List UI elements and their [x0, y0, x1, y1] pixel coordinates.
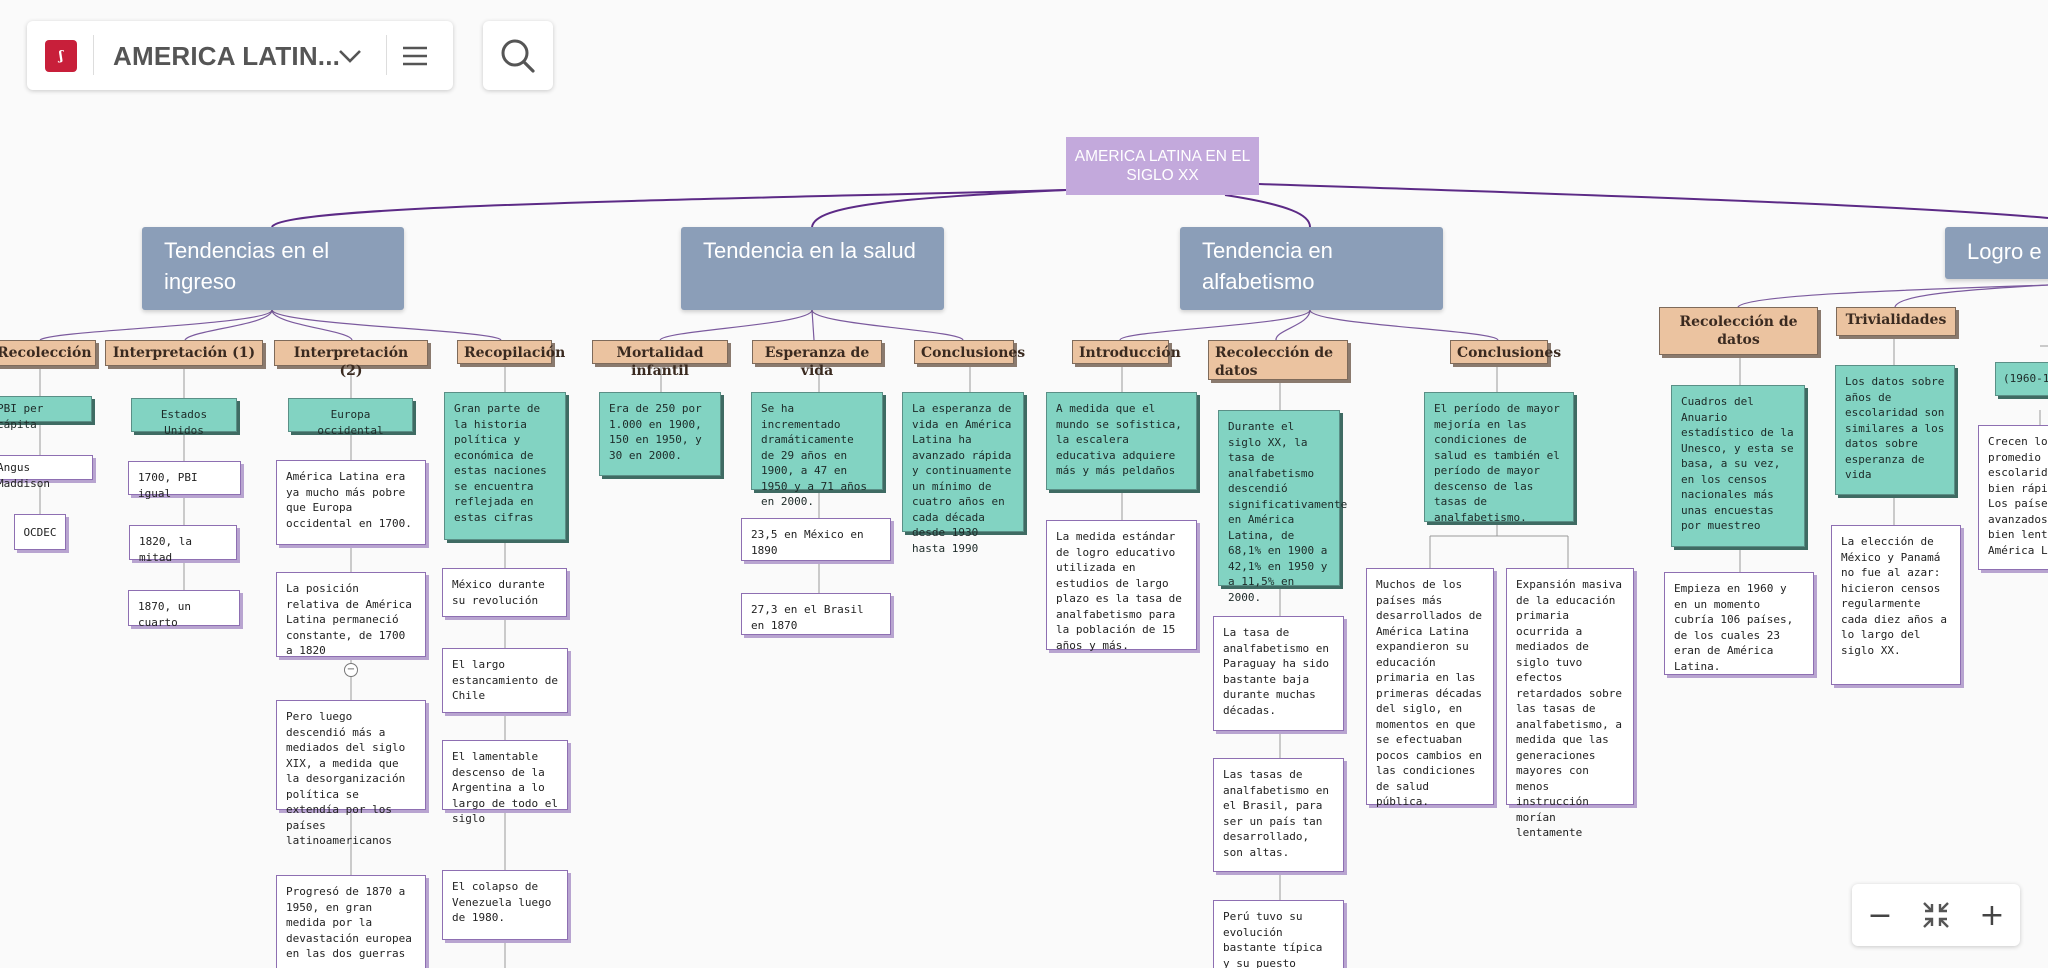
subtopic-recoleccion-datos-logro[interactable]: Recolección de datos — [1659, 307, 1818, 355]
zoom-controls: − + — [1852, 884, 2020, 946]
node-expansion-masiva[interactable]: Expansión masiva de la educación primari… — [1506, 568, 1634, 839]
subtopic-conclusiones-salud[interactable]: Conclusiones — [914, 340, 1025, 364]
node-america-latina-mas-pobre[interactable]: América Latina era ya mucho más pobre qu… — [276, 460, 426, 545]
topic-alfabetismo[interactable]: Tendencia en alfabetismo — [1180, 227, 1443, 310]
topic-logro[interactable]: Logro e — [1945, 227, 2048, 279]
subtopic-interpretacion-1[interactable]: Interpretación (1) — [105, 340, 263, 366]
app-logo[interactable]: ʃ — [45, 40, 77, 72]
node-tasa-analfabetismo-siglo-xx[interactable]: Durante el siglo XX, la tasa de analfabe… — [1218, 410, 1347, 604]
node-paises-desarrollados[interactable]: Muchos de los países más desarrollados d… — [1366, 568, 1494, 808]
node-1700-pbi-igual[interactable]: 1700, PBI igual — [128, 461, 241, 500]
node-estados-unidos[interactable]: Estados Unidos — [131, 398, 237, 437]
node-europa-occidental[interactable]: Europa occidental — [288, 398, 413, 437]
node-escalera-educativa[interactable]: A medida que el mundo se sofistica, la e… — [1046, 392, 1197, 490]
chevron-down-icon[interactable] — [337, 45, 363, 67]
subtopic-recopilacion[interactable]: Recopilación — [457, 340, 565, 364]
node-historia-politica[interactable]: Gran parte de la historia política y eco… — [444, 392, 566, 540]
node-descenso-argentina[interactable]: El lamentable descenso de la Argentina a… — [442, 740, 568, 825]
hamburger-menu-icon[interactable] — [401, 43, 429, 69]
node-progreso-1870-1950[interactable]: Progresó de 1870 a 1950, en gran medida … — [276, 875, 426, 968]
topic-salud[interactable]: Tendencia en la salud — [681, 227, 944, 310]
subtopic-recoleccion-ingreso[interactable]: Recolección — [0, 340, 96, 366]
node-peru-evolucion[interactable]: Perú tuvo su evolución bastante típica y… — [1213, 900, 1344, 968]
zoom-out-button[interactable]: − — [1867, 897, 1893, 933]
collapse-toggle-icon[interactable]: − — [344, 663, 358, 677]
node-paraguay[interactable]: La tasa de analfabetismo en Paraguay ha … — [1213, 616, 1344, 731]
node-esperanza-avance[interactable]: La esperanza de vida en América Latina h… — [902, 392, 1024, 555]
node-brasil-analfabetismo[interactable]: Las tasas de analfabetismo en el Brasil,… — [1213, 758, 1344, 872]
map-title[interactable]: AMERICA LATIN... — [113, 41, 341, 71]
node-medida-estandar[interactable]: La medida estándar de logro educativo ut… — [1046, 520, 1197, 652]
node-desorganizacion-politica[interactable]: Pero luego descendió más a mediados del … — [276, 700, 426, 847]
node-estancamiento-chile[interactable]: El largo estancamiento de Chile — [442, 648, 568, 713]
node-1820-la-mitad[interactable]: 1820, la mitad — [129, 525, 237, 564]
node-mexico-revolucion[interactable]: México durante su revolución — [442, 568, 567, 617]
node-empieza-1960[interactable]: Empieza en 1960 y en un momento cubría 1… — [1664, 572, 1814, 675]
subtopic-conclusiones-alfabetismo[interactable]: Conclusiones — [1450, 340, 1561, 364]
node-ocdec[interactable]: OCDEC — [14, 514, 66, 550]
subtopic-esperanza-de-vida[interactable]: Esperanza de vida — [752, 340, 882, 379]
map-toolbar: ʃ AMERICA LATIN... — [27, 21, 453, 90]
subtopic-recoleccion-datos-alfabetismo[interactable]: Recolección de datos — [1208, 340, 1348, 380]
node-anuario-unesco[interactable]: Cuadros del Anuario estadístico de la Un… — [1671, 385, 1805, 547]
node-posicion-relativa[interactable]: La posición relativa de América Latina p… — [276, 572, 426, 657]
node-esperanza-incremento[interactable]: Se ha incrementado dramáticamente de 29 … — [751, 392, 883, 508]
root-node[interactable]: AMERICA LATINA EN EL SIGLO XX — [1066, 137, 1259, 195]
node-27-3-brasil[interactable]: 27,3 en el Brasil en 1870 — [741, 593, 891, 635]
node-datos-escolaridad[interactable]: Los datos sobre años de escolaridad son … — [1835, 365, 1955, 495]
fit-to-screen-icon — [1923, 902, 1949, 928]
toolbar-divider — [386, 35, 387, 75]
search-button[interactable] — [483, 21, 553, 90]
toolbar-divider — [93, 35, 94, 75]
node-mayor-mejoria[interactable]: El período de mayor mejoría en las condi… — [1424, 392, 1574, 524]
zoom-in-button[interactable]: + — [1979, 897, 2005, 933]
subtopic-mortalidad-infantil[interactable]: Mortalidad infantil — [592, 340, 728, 379]
node-eleccion-mexico-panama[interactable]: La elección de México y Panamá no fue al… — [1831, 525, 1961, 685]
node-pbi-per-capita[interactable]: PBI per cápita — [0, 396, 92, 431]
node-angus-maddison[interactable]: Angus Maddison — [0, 455, 93, 490]
node-crecen-promedio-partial[interactable]: Crecen los promedio d escolarid bien ráp… — [1978, 425, 2048, 570]
topic-ingreso[interactable]: Tendencias en el ingreso — [142, 227, 404, 310]
subtopic-introduccion[interactable]: Introducción — [1072, 340, 1181, 364]
node-23-5-mexico[interactable]: 23,5 en México en 1890 — [741, 518, 891, 561]
search-icon — [501, 39, 535, 73]
fit-to-screen-button[interactable] — [1908, 884, 1964, 946]
node-mortalidad-valores[interactable]: Era de 250 por 1.000 en 1900, 150 en 195… — [599, 392, 721, 476]
node-1870-un-cuarto[interactable]: 1870, un cuarto — [128, 590, 240, 629]
subtopic-interpretacion-2[interactable]: Interpretación (2) — [274, 340, 428, 379]
node-1960-partial[interactable]: (1960-1 — [1995, 362, 2048, 396]
subtopic-trivialidades[interactable]: Trivialidades — [1836, 307, 1956, 336]
node-colapso-venezuela[interactable]: El colapso de Venezuela luego de 1980. — [442, 870, 568, 940]
